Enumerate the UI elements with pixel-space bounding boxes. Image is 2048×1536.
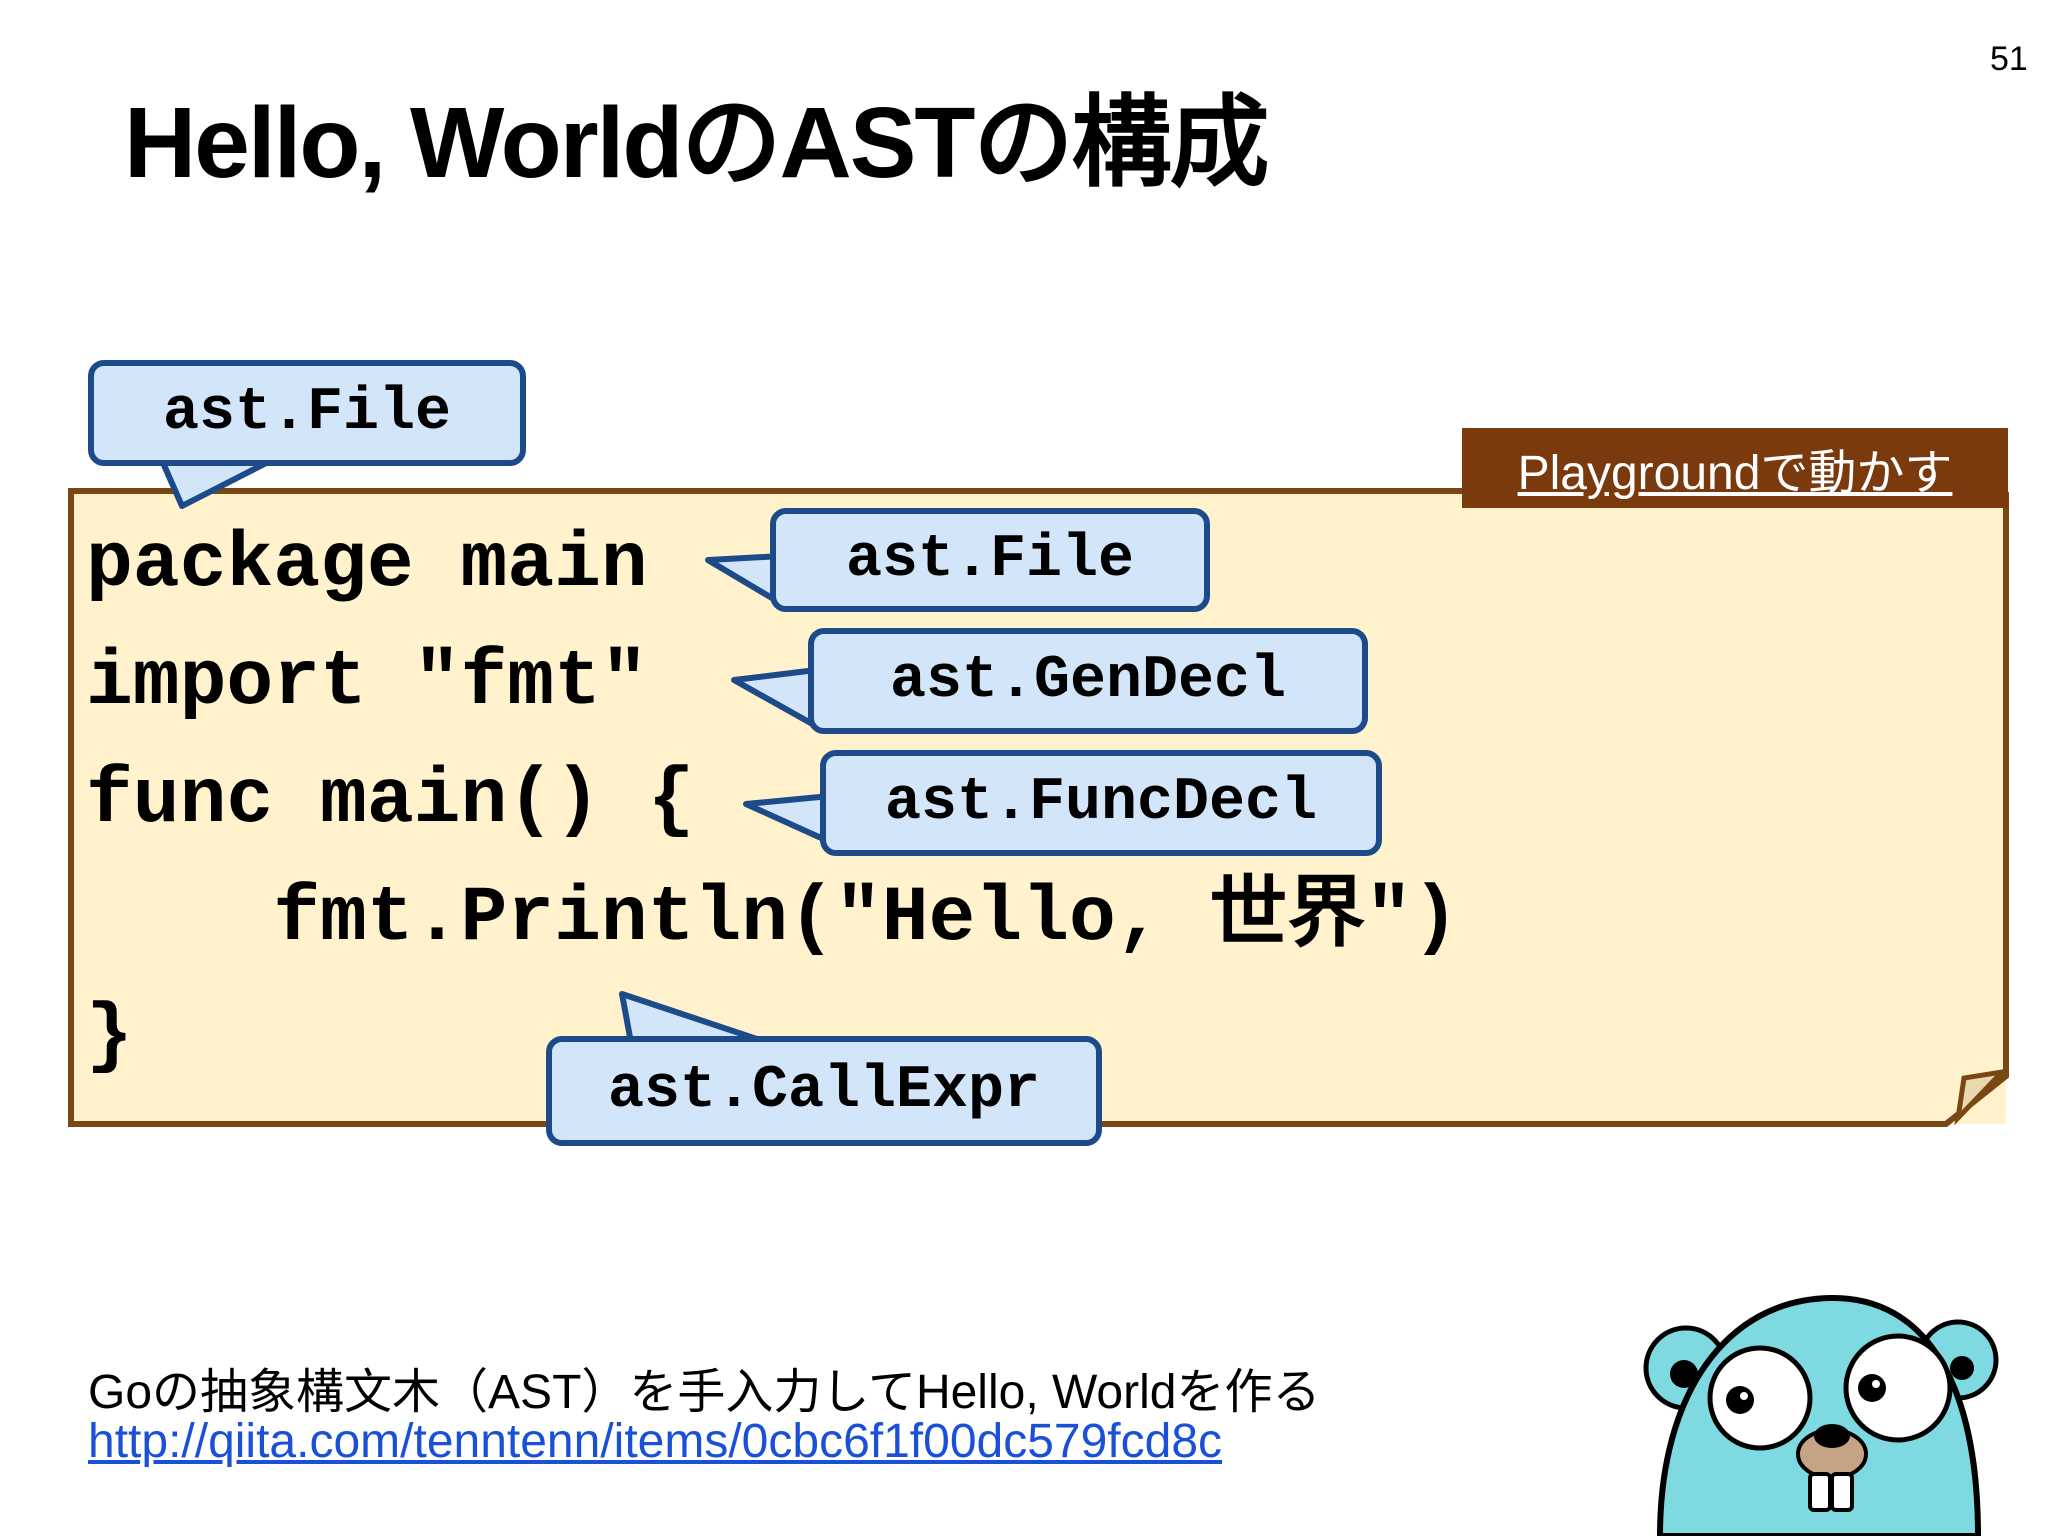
callout-ast-file-top: ast.File	[88, 360, 526, 466]
slide-title: Hello, WorldのASTの構成	[124, 87, 1269, 199]
footer-description: Goの抽象構文木（AST）を手入力してHello, Worldを作る	[88, 1366, 1321, 1419]
code-line-func: func main() {	[86, 757, 695, 845]
callout-ast-gendecl: ast.GenDecl	[808, 628, 1368, 734]
code-line-closing-brace: }	[86, 993, 133, 1081]
go-gopher-icon	[1643, 1294, 1999, 1536]
footer-link[interactable]: http://qiita.com/tenntenn/items/0cbc6f1f…	[88, 1415, 1223, 1468]
callout-ast-file-package: ast.File	[770, 508, 1210, 612]
code-line-println: fmt.Println("Hello, 世界")	[86, 875, 1459, 963]
code-line-package: package main	[86, 521, 648, 609]
callout-ast-callexpr: ast.CallExpr	[546, 1036, 1102, 1146]
callout-ast-funcdecl: ast.FuncDecl	[820, 750, 1382, 856]
code-line-import: import "fmt"	[86, 639, 648, 727]
playground-link[interactable]: Playgroundで動かす	[1462, 428, 2008, 508]
page-number: 51	[1990, 40, 2028, 78]
